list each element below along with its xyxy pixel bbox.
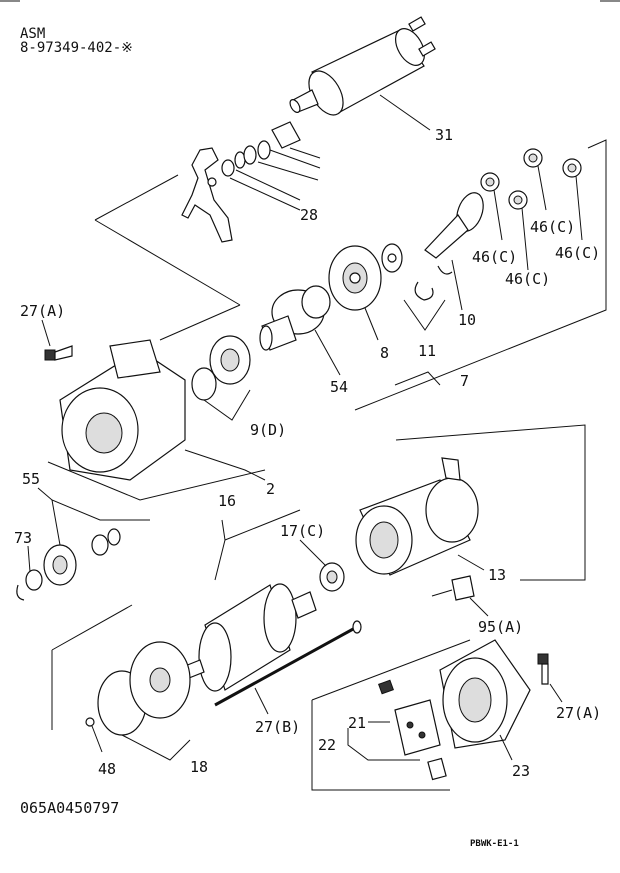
leader-27a-bottom: [549, 683, 563, 703]
callout-27a-bottom: 27(A): [556, 704, 601, 722]
leader-48: [91, 725, 103, 753]
clips-part: [414, 265, 453, 301]
leader-18: [121, 734, 191, 761]
callout-22: 22: [318, 736, 336, 754]
callout-9d: 9(D): [250, 421, 286, 439]
front-housing-part: [59, 339, 186, 481]
leader-27b: [254, 687, 269, 715]
callout-11: 11: [418, 342, 436, 360]
callout-95a: 95(A): [478, 618, 523, 636]
leader-16: [214, 509, 301, 581]
leader-73: [27, 545, 31, 573]
bracket-2: [47, 461, 266, 501]
leader-9d: [203, 389, 251, 421]
leader-13: [457, 554, 485, 571]
callout-27a-top: 27(A): [20, 302, 65, 320]
internal-gear-part: [328, 245, 382, 311]
brush-holder-part: [378, 679, 447, 781]
bearings-part: [191, 335, 251, 401]
callout-27b: 27(B): [255, 718, 300, 736]
drawing-number: 065A0450797: [20, 799, 119, 817]
bracket-7-outer: [354, 139, 607, 411]
rear-housing-part: [439, 639, 531, 749]
assembly-part-number: 8-97349-402-※: [20, 40, 133, 56]
clutch-part: [259, 285, 331, 351]
yoke-part: [355, 457, 479, 576]
leader-31: [379, 94, 431, 131]
leader-7: [394, 371, 441, 386]
rear-bearing-part: [319, 562, 345, 592]
leader-46-group: [493, 165, 583, 271]
leader-28-group: [229, 147, 321, 211]
callout-73: 73: [14, 529, 32, 547]
leader-22: [347, 728, 420, 761]
callout-17c: 17(C): [280, 522, 325, 540]
callout-55: 55: [22, 470, 40, 488]
callout-46c-4: 46(C): [555, 244, 600, 262]
callout-54: 54: [330, 378, 348, 396]
callout-23: 23: [512, 762, 530, 780]
shift-lever-part: [181, 121, 301, 243]
bolt-top-part: [44, 345, 73, 361]
armature-part: [179, 583, 317, 692]
pinion-gears-part: [480, 148, 582, 210]
leader-11: [403, 299, 446, 331]
callout-46c-2: 46(C): [530, 218, 575, 236]
callout-7: 7: [460, 372, 469, 390]
callout-31: 31: [435, 126, 453, 144]
leader-10: [451, 259, 463, 311]
callout-8: 8: [380, 344, 389, 362]
through-bolt-part: [214, 620, 362, 707]
callout-13: 13: [488, 566, 506, 584]
leader-54: [314, 329, 341, 376]
pinion-spring-part: [16, 528, 121, 601]
leader-95a: [469, 597, 489, 617]
callout-21: 21: [348, 714, 366, 732]
leader-23: [499, 734, 513, 761]
callout-46c-1: 46(C): [472, 248, 517, 266]
leader-8: [364, 307, 379, 341]
callout-46c-3: 46(C): [505, 270, 550, 288]
end-cover-part: [85, 641, 191, 736]
leader-2: [184, 449, 266, 481]
brush-piece-part: [431, 575, 475, 601]
callout-2: 2: [266, 480, 275, 498]
bracket-13: [395, 424, 586, 581]
bracket-lines-lever: [94, 174, 241, 341]
callout-18: 18: [190, 758, 208, 776]
callout-10: 10: [458, 311, 476, 329]
bracket-18: [51, 604, 133, 730]
callout-16: 16: [218, 492, 236, 510]
leader-55: [37, 487, 150, 546]
bolt-bottom-part: [537, 653, 549, 685]
assembly-label: ASM: [20, 26, 45, 42]
leader-17c: [299, 539, 327, 567]
planet-shaft-part: [381, 192, 484, 273]
page-code: PBWK-E1-1: [470, 839, 519, 849]
solenoid-part: [289, 16, 436, 116]
leader-27a-top: [41, 319, 51, 347]
callout-28: 28: [300, 206, 318, 224]
bracket-22: [311, 639, 471, 791]
callout-48: 48: [98, 760, 116, 778]
